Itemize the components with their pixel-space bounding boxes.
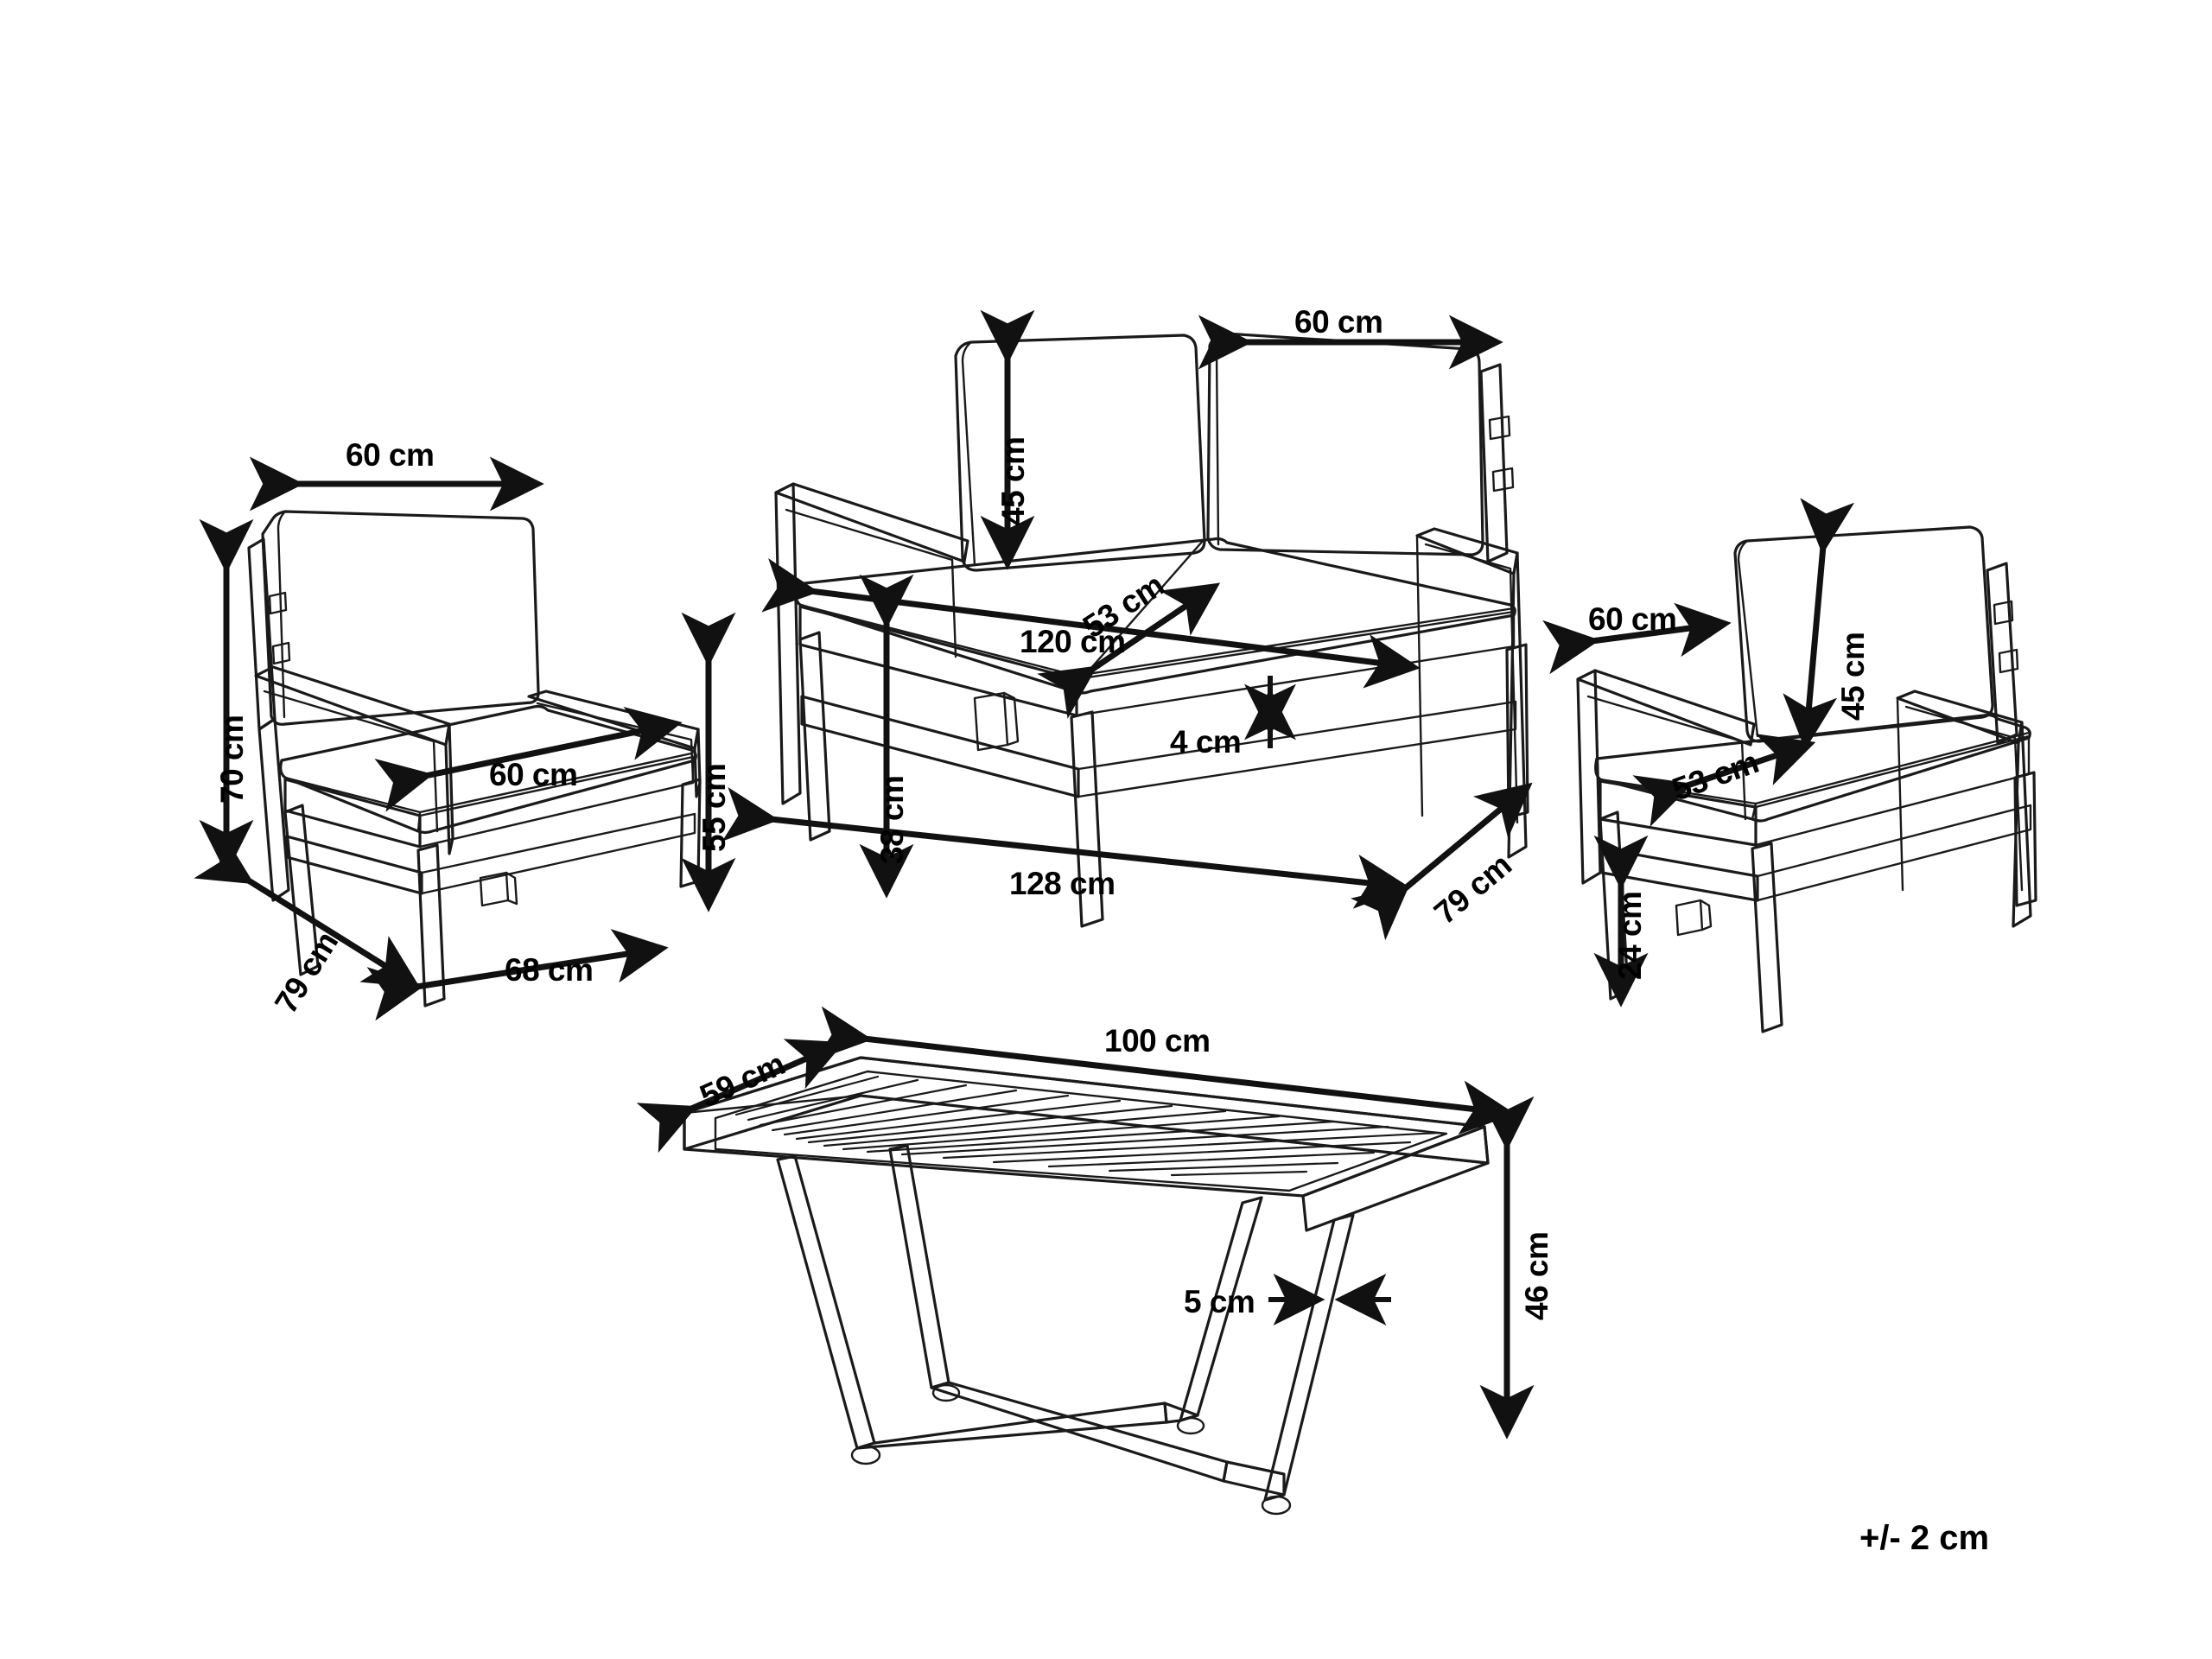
label-sofa-back-width: 60 cm xyxy=(1294,304,1383,340)
label-ac-r-clearance: 24 cm xyxy=(1612,891,1648,980)
dim-ac-r-back-h xyxy=(1783,498,1855,750)
label-sofa-seat-width: 120 cm xyxy=(1020,624,1126,659)
label-ac-l-arm-height: 55 cm xyxy=(696,763,732,852)
label-tbl-height: 46 cm xyxy=(1519,1231,1554,1320)
label-ac-l-seat-width: 60 cm xyxy=(489,757,578,792)
label-sofa-back-height: 45 cm xyxy=(995,436,1031,525)
dim-ac-r-back-w xyxy=(1542,602,1732,675)
label-tbl-leg-width: 5 cm xyxy=(1184,1284,1255,1319)
dim-tbl-width xyxy=(815,1006,1516,1135)
dimension-arrows xyxy=(194,309,1855,1440)
dim-ac-r-seat-d xyxy=(1632,734,1816,827)
dim-sofa-depth xyxy=(1350,782,1533,941)
dim-tbl-depth xyxy=(636,1039,844,1154)
label-sofa-seat-height: 38 cm xyxy=(874,775,910,864)
tolerance-note: +/- 2 cm xyxy=(1859,1519,1990,1557)
coffee-table-drawing xyxy=(683,1056,1490,1516)
label-ac-r-back-width: 60 cm xyxy=(1588,601,1677,637)
label-ac-l-back-width: 60 cm xyxy=(346,437,435,473)
label-ac-l-front-width: 68 cm xyxy=(505,952,594,988)
label-sofa-cushion-thickness: 4 cm xyxy=(1170,724,1242,760)
dim-ac-l-seat-w xyxy=(374,707,683,812)
dim-ac-l-front-w xyxy=(366,929,669,1021)
label-sofa-total-width: 128 cm xyxy=(1009,866,1116,901)
label-ac-l-height: 70 cm xyxy=(214,715,250,804)
dim-sofa-total-w xyxy=(721,787,1410,909)
label-tbl-width: 100 cm xyxy=(1104,1023,1211,1058)
label-ac-r-back-height: 45 cm xyxy=(1835,632,1871,721)
